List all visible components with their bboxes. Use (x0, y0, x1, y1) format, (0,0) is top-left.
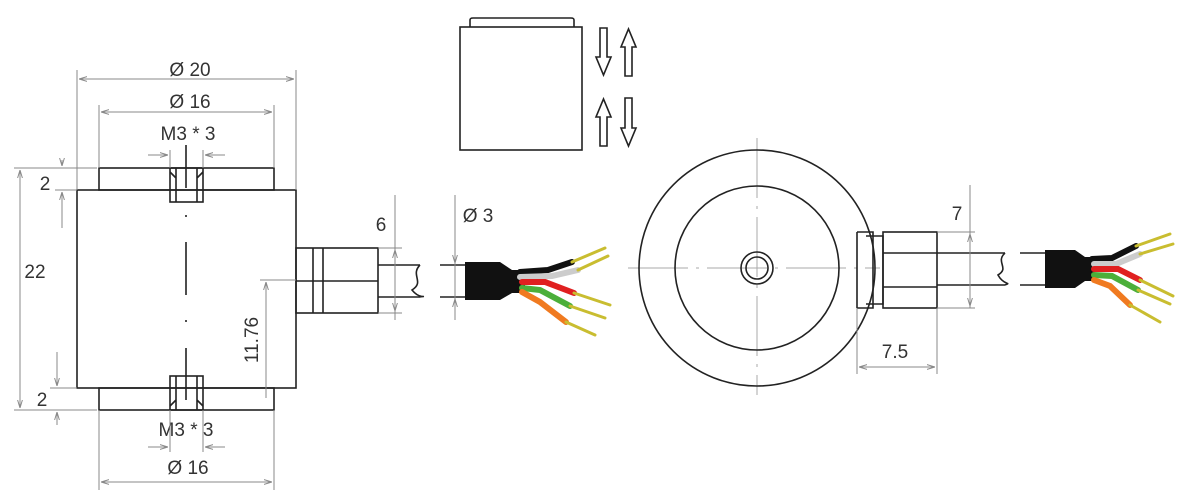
dim-flange-top: Ø 16 (169, 92, 210, 113)
dim-cable-diameter: Ø 3 (463, 206, 494, 227)
wires (1089, 232, 1175, 324)
front-connector (856, 231, 1048, 309)
cable-end-left: Ø 3 (440, 195, 612, 337)
cable-sleeve (465, 262, 525, 300)
dim-connector-length: 7.5 (882, 342, 908, 363)
outer-circle (638, 149, 876, 387)
arrow-up-icon (594, 96, 613, 147)
dim-flange-bottom-height: 2 (37, 390, 48, 411)
dim-height: 22 (24, 262, 45, 283)
dim-flange-bottom: Ø 16 (167, 458, 208, 479)
side-view: Ø 20 Ø 16 M3 * 3 22 2 2 M3 * 3 Ø 16 11.7… (14, 60, 425, 490)
arrow-down-icon (594, 27, 613, 78)
arrow-down-icon (619, 97, 638, 149)
inner-circle (674, 185, 840, 351)
dim-outer-diameter: Ø 20 (169, 60, 210, 81)
dim-thread-bottom: M3 * 3 (159, 420, 214, 441)
front-view: 7 7.5 (628, 138, 1048, 395)
dim-thread-top: M3 * 3 (161, 124, 216, 145)
dim-cable-height: 11.76 (242, 317, 263, 363)
side-connector (295, 247, 425, 314)
cable-end-right (1045, 232, 1175, 324)
wires (517, 246, 612, 337)
dim-flange-top-height: 2 (40, 174, 51, 195)
dim-connector-side: 6 (376, 215, 387, 236)
arrow-up-icon (619, 26, 638, 77)
cable-sleeve (1045, 250, 1095, 288)
dim-connector-width: 7 (952, 204, 963, 225)
center-hole (740, 251, 774, 285)
load-direction-sketch (459, 17, 638, 151)
